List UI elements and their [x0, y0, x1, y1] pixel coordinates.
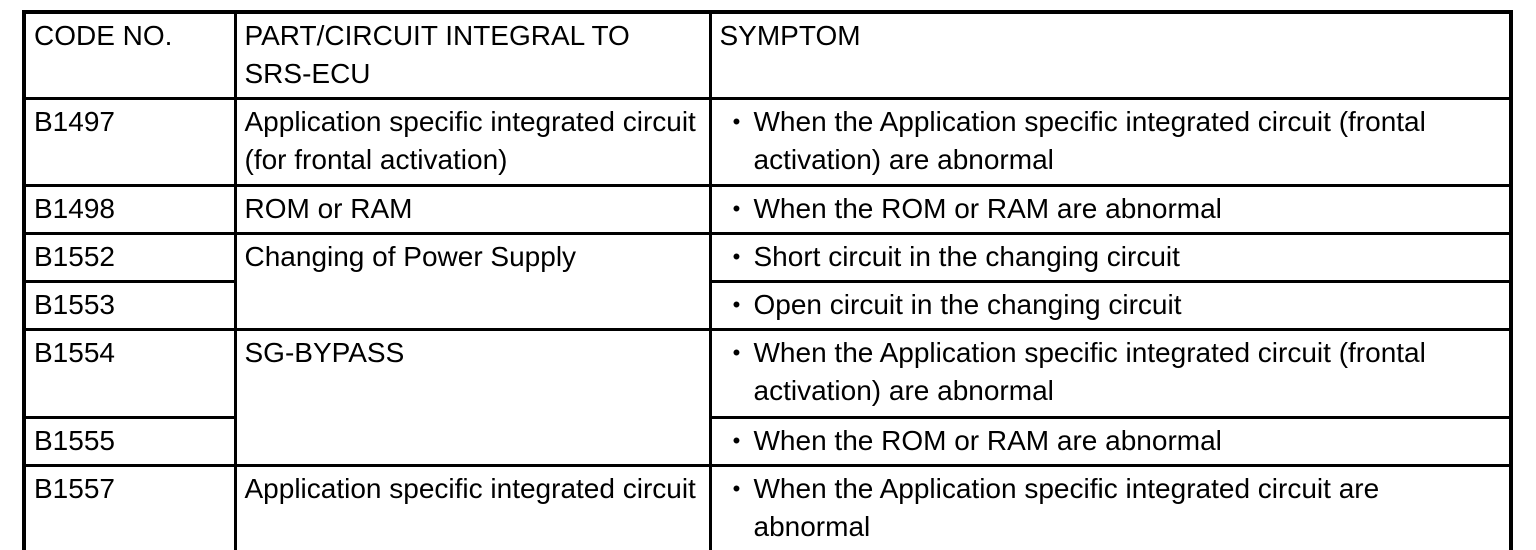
- symptom-cell: • When the ROM or RAM are abnormal: [708, 184, 1513, 235]
- symptom-cell: • Short circuit in the changing circuit: [708, 232, 1513, 283]
- code-cell: B1552: [22, 232, 237, 283]
- code-cell: B1555: [22, 416, 237, 467]
- symptom-cell: • Open circuit in the changing circuit: [708, 280, 1513, 331]
- table-header-row: CODE NO. PART/CIRCUIT INTEGRAL TO SRS-EC…: [22, 10, 1513, 100]
- symptom-text: When the ROM or RAM are abnormal: [753, 425, 1222, 456]
- symptom-text: When the ROM or RAM are abnormal: [753, 193, 1222, 224]
- table-row: B1554 SG-BYPASS • When the Application s…: [22, 328, 1513, 467]
- bullet-icon: •: [732, 476, 741, 501]
- code-cell: B1553: [22, 280, 237, 331]
- symptom-item: • Open circuit in the changing circuit: [720, 286, 1502, 324]
- symptom-text: When the Application specific integrated…: [753, 106, 1426, 175]
- table-row: B1557 Application specific integrated ci…: [22, 464, 1513, 550]
- symptom-text: When the Application specific integrated…: [753, 337, 1426, 406]
- bullet-icon: •: [732, 428, 741, 453]
- code-cell: B1498: [22, 184, 237, 235]
- dtc-table: CODE NO. PART/CIRCUIT INTEGRAL TO SRS-EC…: [22, 10, 1513, 550]
- part-cell-merged: SG-BYPASS: [233, 328, 712, 467]
- symptom-item: • When the Application specific integrat…: [720, 470, 1502, 546]
- table-row: B1552 Changing of Power Supply • Short c…: [22, 232, 1513, 331]
- part-cell-merged: Changing of Power Supply: [233, 232, 712, 331]
- table-row: B1555 • When the ROM or RAM are abnormal: [22, 416, 1513, 467]
- symptom-item: • When the ROM or RAM are abnormal: [720, 190, 1502, 228]
- symptom-item: • When the Application specific integrat…: [720, 103, 1502, 179]
- table-row: B1553 • Open circuit in the changing cir…: [22, 280, 1513, 331]
- symptom-text: When the Application specific integrated…: [753, 473, 1380, 542]
- part-cell: Application specific integrated circuit …: [233, 97, 712, 187]
- symptom-item: • When the ROM or RAM are abnormal: [720, 422, 1502, 460]
- bullet-icon: •: [732, 109, 741, 134]
- table-row: B1498 ROM or RAM • When the ROM or RAM a…: [22, 184, 1513, 235]
- symptom-item: • Short circuit in the changing circuit: [720, 238, 1502, 276]
- header-part-circuit: PART/CIRCUIT INTEGRAL TO SRS-ECU: [233, 10, 712, 100]
- symptom-text: Short circuit in the changing circuit: [753, 241, 1180, 272]
- symptom-cell: • When the Application specific integrat…: [708, 464, 1513, 550]
- code-cell: B1497: [22, 97, 237, 187]
- bullet-icon: •: [732, 244, 741, 269]
- header-symptom: SYMPTOM: [708, 10, 1513, 100]
- part-cell: Application specific integrated circuit: [233, 464, 712, 550]
- bullet-icon: •: [732, 292, 741, 317]
- code-cell: B1554: [22, 328, 237, 419]
- symptom-item: • When the Application specific integrat…: [720, 334, 1502, 410]
- code-cell: B1557: [22, 464, 237, 550]
- symptom-cell: • When the Application specific integrat…: [708, 328, 1513, 419]
- symptom-text: Open circuit in the changing circuit: [753, 289, 1182, 320]
- table-row: B1497 Application specific integrated ci…: [22, 97, 1513, 187]
- symptom-cell: • When the Application specific integrat…: [708, 97, 1513, 187]
- bullet-icon: •: [732, 196, 741, 221]
- part-cell: ROM or RAM: [233, 184, 712, 235]
- symptom-cell: • When the ROM or RAM are abnormal: [708, 416, 1513, 467]
- header-code-no: CODE NO.: [22, 10, 237, 100]
- bullet-icon: •: [732, 340, 741, 365]
